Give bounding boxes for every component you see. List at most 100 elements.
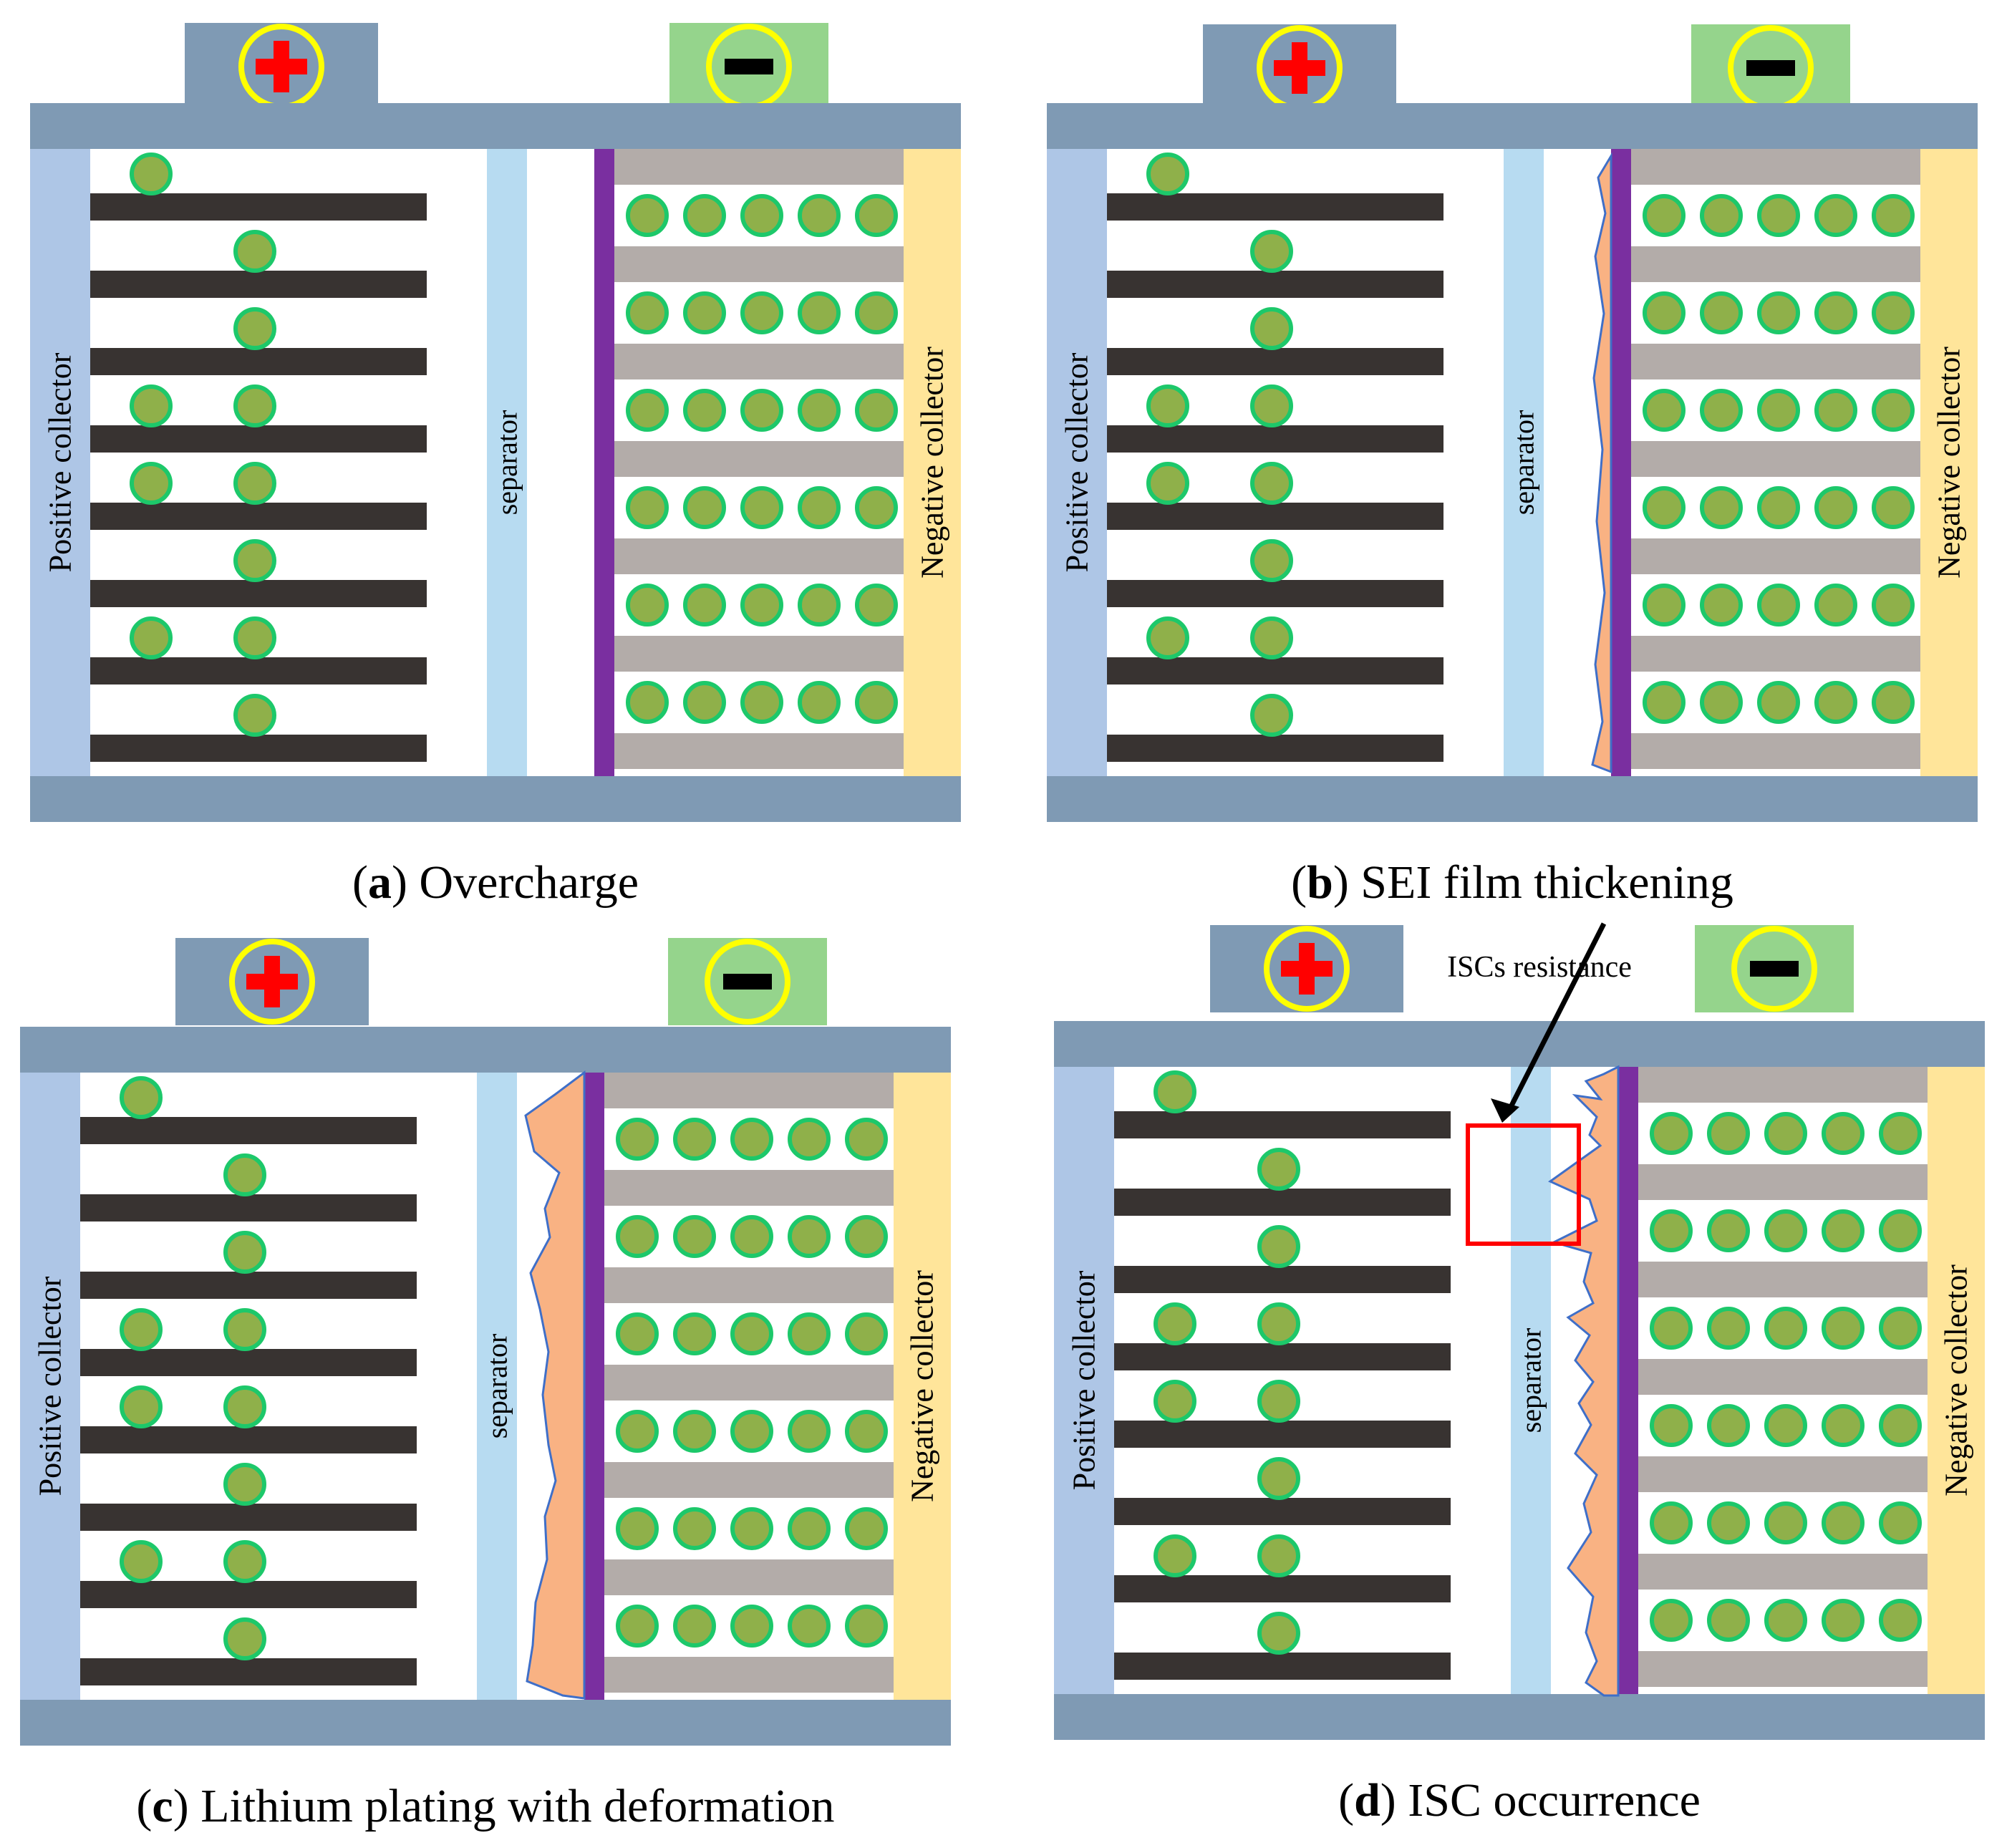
lithium-ion (1707, 1112, 1750, 1155)
lithium-ion (1700, 291, 1743, 334)
lithium-ion (798, 389, 841, 432)
lithium-ion (1643, 584, 1686, 627)
anode-layer (614, 344, 904, 379)
anode-layer (1638, 1651, 1928, 1687)
anode-layer (1638, 1456, 1928, 1492)
lithium-ion (1707, 1307, 1750, 1350)
negative-collector (1920, 149, 1978, 776)
lithium-ion (1154, 1534, 1196, 1577)
anode-layer (614, 149, 904, 185)
lithium-ion (1700, 584, 1743, 627)
lithium-ion (673, 1118, 716, 1161)
lithium-ion (1814, 194, 1857, 237)
anode-layer (1631, 538, 1920, 574)
cathode-layer (1114, 1653, 1451, 1680)
lithium-ion (1757, 486, 1800, 529)
anode-layer (614, 538, 904, 574)
positive-collector (30, 149, 90, 776)
lithium-ion (616, 1215, 659, 1258)
lithium-ion (683, 486, 726, 529)
lithium-ion (1257, 1380, 1300, 1423)
lithium-ion (1757, 584, 1800, 627)
lithium-ion (1872, 681, 1915, 724)
lithium-ion (130, 384, 173, 427)
lithium-ion (233, 539, 276, 582)
lithium-ion (740, 194, 783, 237)
lithium-ion (845, 1312, 888, 1355)
cathode-layer (80, 1426, 417, 1453)
lithium-ion (233, 616, 276, 659)
lithium-ion (1257, 1225, 1300, 1268)
lithium-ion (673, 1605, 716, 1648)
negative-terminal (1691, 24, 1850, 112)
anode-layer (1638, 1262, 1928, 1297)
lithium-ion (1872, 194, 1915, 237)
arrow-head (1491, 1098, 1519, 1123)
lithium-ion (740, 291, 783, 334)
minus-icon (1746, 60, 1795, 76)
negative-terminal (668, 938, 827, 1025)
separator (477, 1073, 517, 1700)
lithium-ion (798, 681, 841, 724)
lithium-ion (1879, 1501, 1922, 1544)
cathode-layer (80, 1272, 417, 1299)
top-casing (1054, 1021, 1985, 1067)
bottom-casing (30, 776, 961, 822)
lithium-ion (1879, 1307, 1922, 1350)
lithium-ion (223, 1385, 266, 1428)
plus-icon (1274, 42, 1325, 94)
cathode-layer (1107, 348, 1443, 375)
lithium-ion (855, 584, 898, 627)
separator-label: separator (1508, 410, 1540, 516)
lithium-ion (845, 1605, 888, 1648)
lithium-ion (1822, 1404, 1865, 1447)
panel-caption: (c) Lithium plating with deformation (136, 1780, 834, 1832)
separator-label: separator (481, 1334, 513, 1439)
separator (487, 149, 527, 776)
caption-letter: d (1354, 1774, 1380, 1827)
lithium-ion (855, 486, 898, 529)
caption-paren-close: ) (1333, 856, 1360, 909)
lithium-ion (1707, 1599, 1750, 1642)
positive-collector-label: Positive collector (1067, 1270, 1102, 1490)
lithium-ion (1879, 1112, 1922, 1155)
lithium-dendrites (1548, 1065, 1620, 1697)
anode-interface (1618, 1067, 1638, 1694)
lithium-ion (1257, 1612, 1300, 1655)
positive-terminal (175, 938, 369, 1025)
lithium-ion (1250, 616, 1293, 659)
lithium-ion (683, 389, 726, 432)
lithium-ion (626, 584, 669, 627)
lithium-ion (233, 384, 276, 427)
lithium-ion (1250, 230, 1293, 273)
cathode-layer (90, 657, 427, 684)
cathode-layer (1114, 1575, 1451, 1602)
lithium-ion (1707, 1501, 1750, 1544)
minus-icon (725, 59, 773, 74)
anode-layer (1638, 1067, 1928, 1103)
lithium-ion (626, 291, 669, 334)
cathode-layer (90, 193, 427, 221)
lithium-ion (1650, 1599, 1693, 1642)
anode-layer (1631, 733, 1920, 769)
anode-layer (604, 1365, 894, 1400)
cathode-layer (80, 1194, 417, 1221)
lithium-ion (1764, 1112, 1807, 1155)
cathode-layer (1107, 271, 1443, 298)
lithium-ion (788, 1507, 831, 1550)
plus-bar-v (1299, 943, 1315, 995)
negative-collector (894, 1073, 951, 1700)
lithium-ion (1154, 1380, 1196, 1423)
lithium-ion (673, 1215, 716, 1258)
lithium-ion (616, 1410, 659, 1453)
cathode-layer (90, 425, 427, 453)
anode-layer (614, 246, 904, 282)
negative-collector (1928, 1067, 1985, 1694)
lithium-ion (1757, 681, 1800, 724)
positive-collector-label: Positive collector (1060, 352, 1095, 572)
lithium-ion (1822, 1501, 1865, 1544)
plus-icon (246, 956, 298, 1007)
lithium-ion (1814, 584, 1857, 627)
